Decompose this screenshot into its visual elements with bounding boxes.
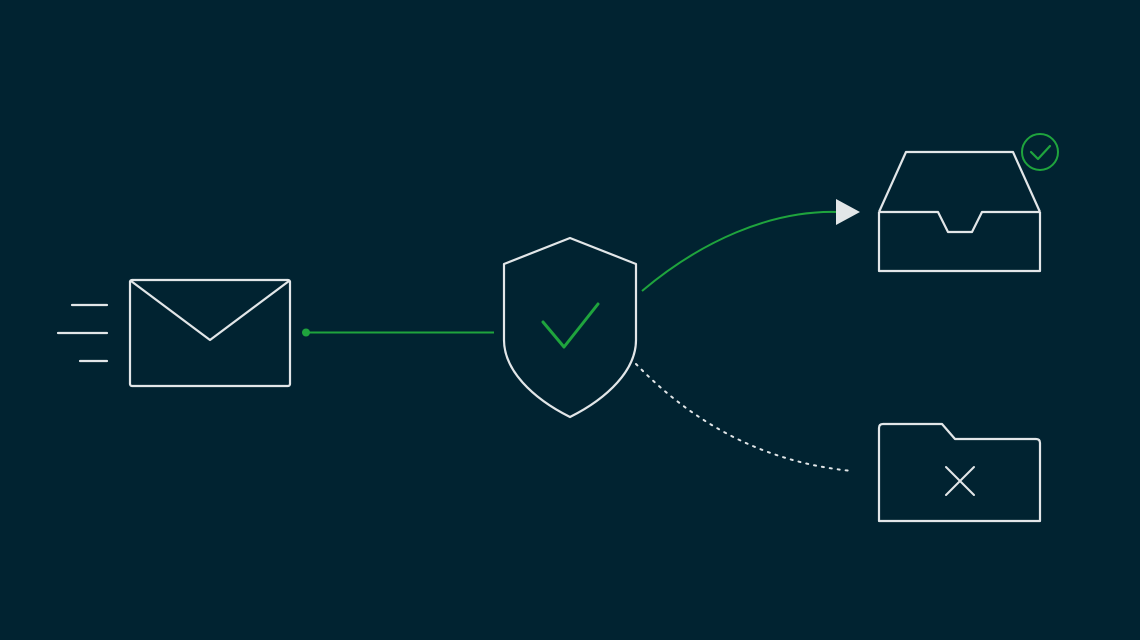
envelope-to-shield-connector: [302, 328, 494, 337]
accepted-path-arrow: [641, 199, 860, 292]
check-circle-icon: [1021, 133, 1059, 171]
shield-check-icon: [502, 236, 638, 419]
folder-x-icon: [877, 422, 1042, 523]
envelope-icon: [128, 278, 292, 388]
rejected-path-dotted: [635, 363, 853, 472]
inbox-tray-icon: [877, 150, 1042, 273]
speed-lines-icon: [56, 303, 109, 363]
